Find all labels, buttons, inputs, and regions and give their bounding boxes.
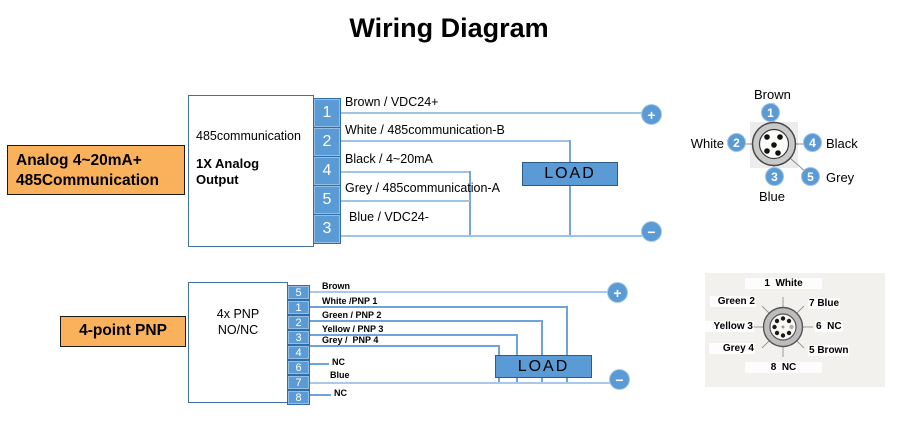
pnp-plus-terminal: + — [607, 282, 628, 303]
wire-pnp1-white — [310, 306, 568, 308]
pnp-pin-5: 5 — [287, 285, 310, 300]
pnp-minus-terminal: − — [609, 369, 630, 390]
connector5-label-brown: Brown — [754, 87, 791, 102]
wire-pnp-nc6-stub — [310, 363, 329, 365]
connector8-label-grey-4: Grey 4 — [709, 343, 755, 354]
analog-load-box: LOAD — [522, 162, 618, 186]
wire-white-485b — [341, 140, 570, 142]
analog-minus-terminal: − — [641, 221, 662, 242]
analog-pin-2: 2 — [313, 127, 341, 157]
analog-device-subtitle-2: Output — [196, 172, 239, 187]
connector5-pin-2: 2 — [727, 133, 746, 152]
wire-blue-vdc24m — [341, 235, 642, 237]
wire-label-brown-vdc24p: Brown / VDC24+ — [345, 95, 439, 109]
wire-pnp3-yellow — [310, 334, 518, 336]
connector8-label-8-nc: 8 NC — [745, 362, 822, 373]
analog-pin-5: 5 — [313, 185, 341, 215]
analog-device-subtitle-1: 1X Analog — [196, 156, 260, 171]
wire-label-nc8: NC — [334, 388, 347, 398]
wire-pnp4-grey — [310, 345, 500, 347]
connector5-label-blue: Blue — [759, 189, 786, 204]
pnp-pin-4: 4 — [287, 345, 310, 360]
analog-pin-4: 4 — [313, 156, 341, 186]
wire-label-pnp2-green: Green / PNP 2 — [322, 310, 382, 320]
connector5-pin-4: 4 — [803, 133, 822, 152]
wire-pnp-blue — [310, 382, 610, 384]
pnp-pin-7: 7 — [287, 375, 310, 390]
connector8-label-7-blue: 7 Blue — [808, 298, 841, 309]
wire-label-pnp3-yellow: Yellow / PNP 3 — [322, 324, 384, 334]
connector5-label-grey: Grey — [826, 170, 855, 185]
connector5-pin-3: 3 — [765, 167, 784, 186]
analog-pin-3: 3 — [313, 214, 341, 244]
analog-tag-line2: 485Communication — [16, 172, 159, 190]
analog-tag-line1: Analog 4~20mA+ — [16, 152, 142, 169]
wire-black-420ma-drop — [469, 171, 471, 236]
wire-grey-485a — [341, 200, 470, 202]
pnp-load-box: LOAD — [495, 355, 592, 378]
connector8-label-green-2: Green 2 — [710, 296, 756, 307]
pnp-pin-8: 8 — [287, 390, 310, 405]
wire-white-485b-drop — [569, 140, 571, 236]
connector8-label-1-white: 1 White — [745, 278, 822, 289]
pnp-device-box: 4x PNP NO/NC — [188, 282, 288, 403]
pnp-section-tag: 4-point PNP — [60, 316, 186, 347]
pnp-device-line2: NO/NC — [217, 323, 259, 337]
connector5-label-black: Black — [826, 136, 858, 151]
wire-label-nc6: NC — [332, 357, 345, 367]
analog-device-box: 485communication 1X Analog Output — [188, 95, 314, 247]
connector5-pin-1: 1 — [761, 103, 780, 122]
connector5-label-white: White — [690, 136, 724, 151]
pnp-pin-1: 1 — [287, 300, 310, 315]
page-title: Wiring Diagram — [349, 13, 549, 43]
connector8-label-yellow-3: Yellow 3 — [702, 321, 754, 332]
connector5-pin-5: 5 — [801, 167, 820, 186]
analog-section-tag: Analog 4~20mA+ 485Communication — [7, 145, 185, 195]
analog-pin-1: 1 — [313, 98, 341, 128]
wire-pnp2-drop — [541, 320, 543, 384]
wire-pnp2-green — [310, 320, 543, 322]
connector8-label-6-nc: 6 NC — [815, 321, 843, 332]
wire-label-grey-485a: Grey / 485communication-A — [345, 181, 500, 195]
wire-pnp1-drop — [566, 306, 568, 384]
pnp-pin-6: 6 — [287, 360, 310, 375]
m12-5pin-connector-icon — [738, 103, 812, 183]
pnp-device-line1: 4x PNP — [216, 307, 260, 321]
wire-label-black-420ma: Black / 4~20mA — [345, 152, 433, 166]
pnp-pin-2: 2 — [287, 315, 310, 330]
analog-plus-terminal: + — [641, 104, 662, 125]
connector8-label-5-brown: 5 Brown — [808, 345, 850, 356]
m12-8pin-connector-icon — [753, 297, 813, 357]
wire-label-blue-vdc24m: Blue / VDC24- — [349, 210, 429, 224]
pnp-pin-3: 3 — [287, 330, 310, 345]
wire-label-pnp-brown: Brown — [322, 281, 350, 291]
analog-device-title: 485communication — [196, 129, 301, 143]
wire-black-420ma — [341, 171, 470, 173]
wire-pnp-brown — [310, 291, 608, 293]
wire-label-pnp1-white: White /PNP 1 — [322, 296, 378, 306]
wire-label-pnp4-grey: Grey / PNP 4 — [322, 335, 379, 345]
wire-brown-vdc24p — [341, 112, 642, 114]
wire-label-pnp-blue: Blue — [330, 370, 350, 380]
wire-pnp-nc8-stub — [310, 394, 331, 396]
wire-label-white-485b: White / 485communication-B — [345, 123, 505, 137]
